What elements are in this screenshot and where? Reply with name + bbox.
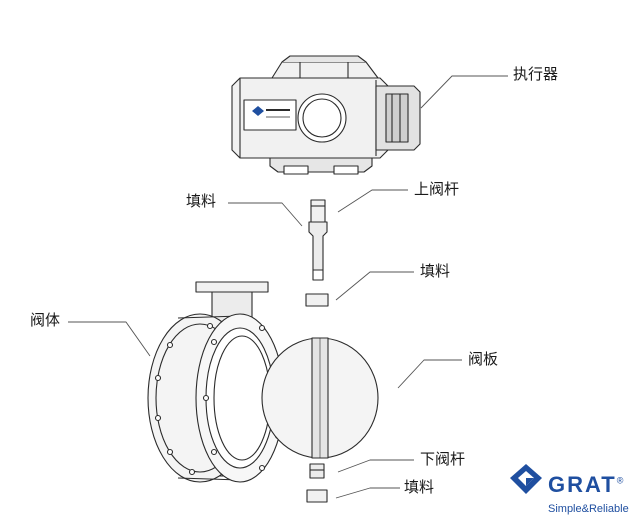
label-upper-stem: 上阀杆 <box>414 180 460 198</box>
lower-stem-illustration <box>309 463 325 479</box>
upper-stem-illustration <box>308 199 328 281</box>
label-packing-left: 填料 <box>186 192 217 210</box>
valve-plate-illustration <box>261 337 379 459</box>
leader-lines <box>68 75 508 499</box>
actuator-illustration <box>231 55 421 175</box>
valve-body-illustration <box>147 281 286 483</box>
label-valve-body: 阀体 <box>30 311 61 329</box>
packing-upper-illustration <box>305 293 329 307</box>
packing-lower-illustration <box>306 489 328 503</box>
grat-logo-mark <box>510 464 542 494</box>
label-valve-plate: 阀板 <box>468 350 499 368</box>
label-actuator: 执行器 <box>513 65 559 83</box>
logo-wordmark: GRAT® <box>548 472 626 497</box>
label-lower-stem: 下阀杆 <box>420 450 466 468</box>
logo-slogan: Simple&Reliable <box>548 503 629 515</box>
label-packing-bottom: 填料 <box>404 478 435 496</box>
label-packing-mid: 填料 <box>420 262 451 280</box>
